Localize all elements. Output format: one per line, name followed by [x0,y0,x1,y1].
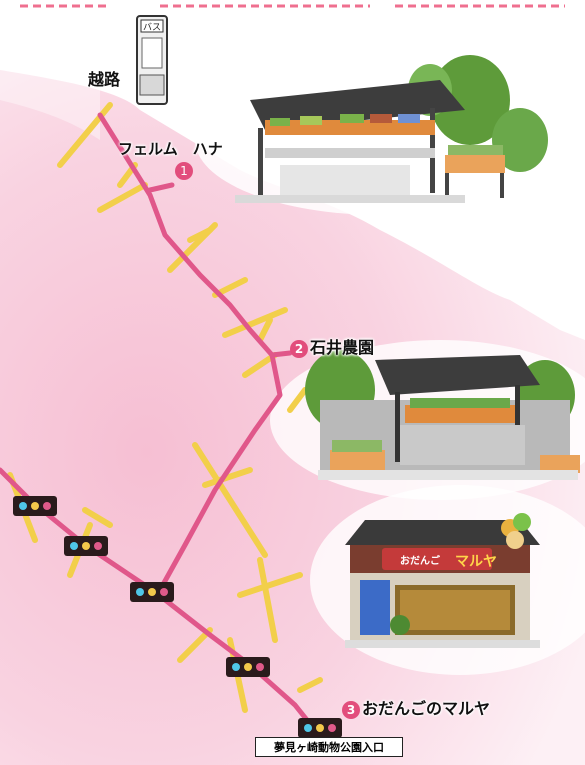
spot-1-marker[interactable]: 1 [175,162,193,180]
spot-3-marker: 3 [342,700,360,719]
traffic-signal-icon [13,496,57,516]
spot-2-marker: 2 [290,339,308,358]
farm-stand-1-illustration [235,55,548,203]
spot-1-label[interactable]: フェルム ハナ [118,140,223,158]
zoo-entrance-sign: 夢見ヶ崎動物公園入口 [255,737,403,757]
spot-2-name: 石井農園 [310,338,375,357]
dango-shop-illustration: おだんご マルヤ [345,513,540,648]
farm-stand-2-illustration [305,350,580,480]
bus-stop-sign: バス [136,15,168,105]
traffic-signal-icon [298,718,342,738]
traffic-signal-icon [226,657,270,677]
shop-sign-prefix: おだんご [400,554,441,567]
traffic-signal-icon [64,536,108,556]
shop-sign-name: マルヤ [455,554,497,570]
bus-sign-text: バス [143,22,161,33]
spot-3-name: おだんごのマルヤ [362,699,491,718]
bus-stop-label: 越路 [88,70,121,89]
traffic-signal-icon [130,582,174,602]
